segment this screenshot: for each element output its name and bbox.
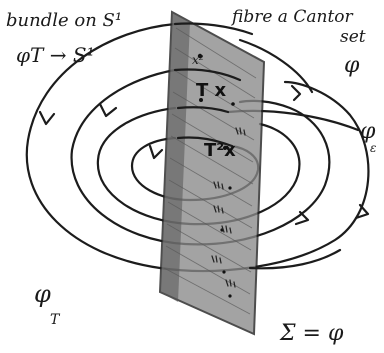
label-Tx: T x — [196, 80, 227, 101]
sigma-sheet — [158, 10, 266, 336]
loop-crossing-1 — [173, 68, 242, 82]
label-T2x: T²x — [204, 140, 236, 161]
bottom-strand — [248, 248, 342, 270]
label-right-sub: ε — [370, 141, 376, 155]
label-fibre-line1: fibre a Cantor — [230, 7, 354, 27]
outer-loop-front — [173, 22, 254, 36]
label-fibre-line2: set — [340, 27, 366, 47]
label-bundle-map: φT → S¹ — [16, 43, 95, 67]
label-sigma-eq: Σ = φ — [279, 321, 344, 346]
arrow-outer-left — [38, 110, 56, 126]
fibre-ticks — [211, 127, 246, 288]
loop-crossing-3 — [176, 136, 234, 148]
top-strand — [238, 38, 314, 94]
label-fibre-symbol: φ — [344, 53, 360, 78]
arrow-outer-bottom — [354, 203, 370, 220]
arrow-loop2-left — [148, 144, 164, 160]
arrow-middle-left — [98, 102, 118, 118]
loop-crossing-2 — [176, 106, 230, 114]
label-bottom-left-symbol: φ — [34, 280, 51, 308]
label-x-top: x² — [192, 53, 204, 67]
arrow-outer-right — [290, 84, 302, 102]
label-bundle: bundle on S¹ — [6, 10, 122, 31]
label-right-symbol: φ — [360, 119, 376, 144]
arrow-middle-right — [294, 210, 310, 226]
label-bottom-left-sub: T — [50, 312, 61, 328]
